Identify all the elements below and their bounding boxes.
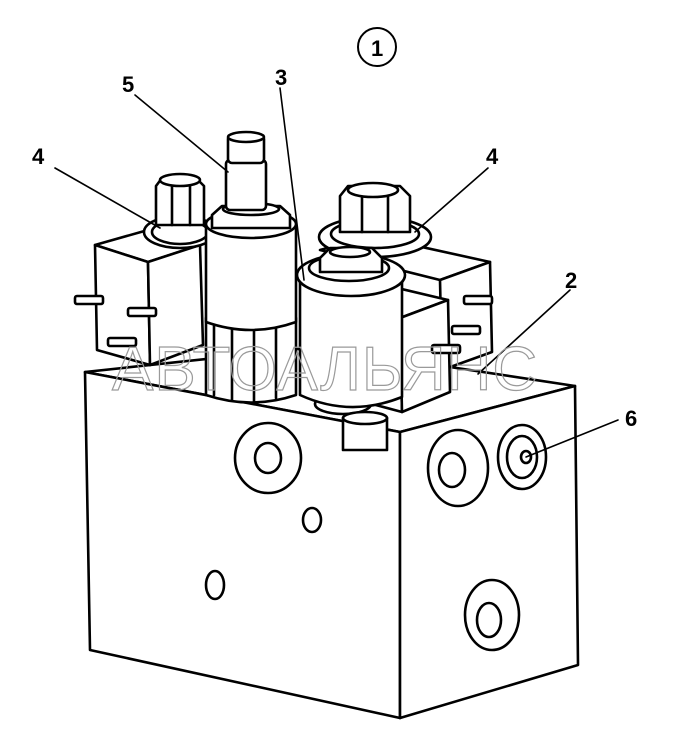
- callout-4-left: 4: [32, 144, 45, 169]
- pressure-valve-5: [204, 130, 298, 404]
- block-ports: [204, 421, 521, 652]
- watermark-text: АВТОАЛЬЯНС: [112, 335, 538, 404]
- view-number-circle: [357, 27, 397, 67]
- callout-3: 3: [275, 65, 287, 90]
- plug-6: [496, 423, 548, 491]
- callout-2: 2: [565, 268, 577, 293]
- callout-6: 6: [625, 406, 637, 431]
- cartridge-valve-3: [295, 245, 407, 409]
- callout-5: 5: [122, 72, 134, 97]
- callout-4-right: 4: [486, 144, 499, 169]
- view-number-label: 1: [371, 36, 383, 61]
- solenoid-valve-left: [73, 172, 218, 367]
- leader-lines: [54, 87, 619, 458]
